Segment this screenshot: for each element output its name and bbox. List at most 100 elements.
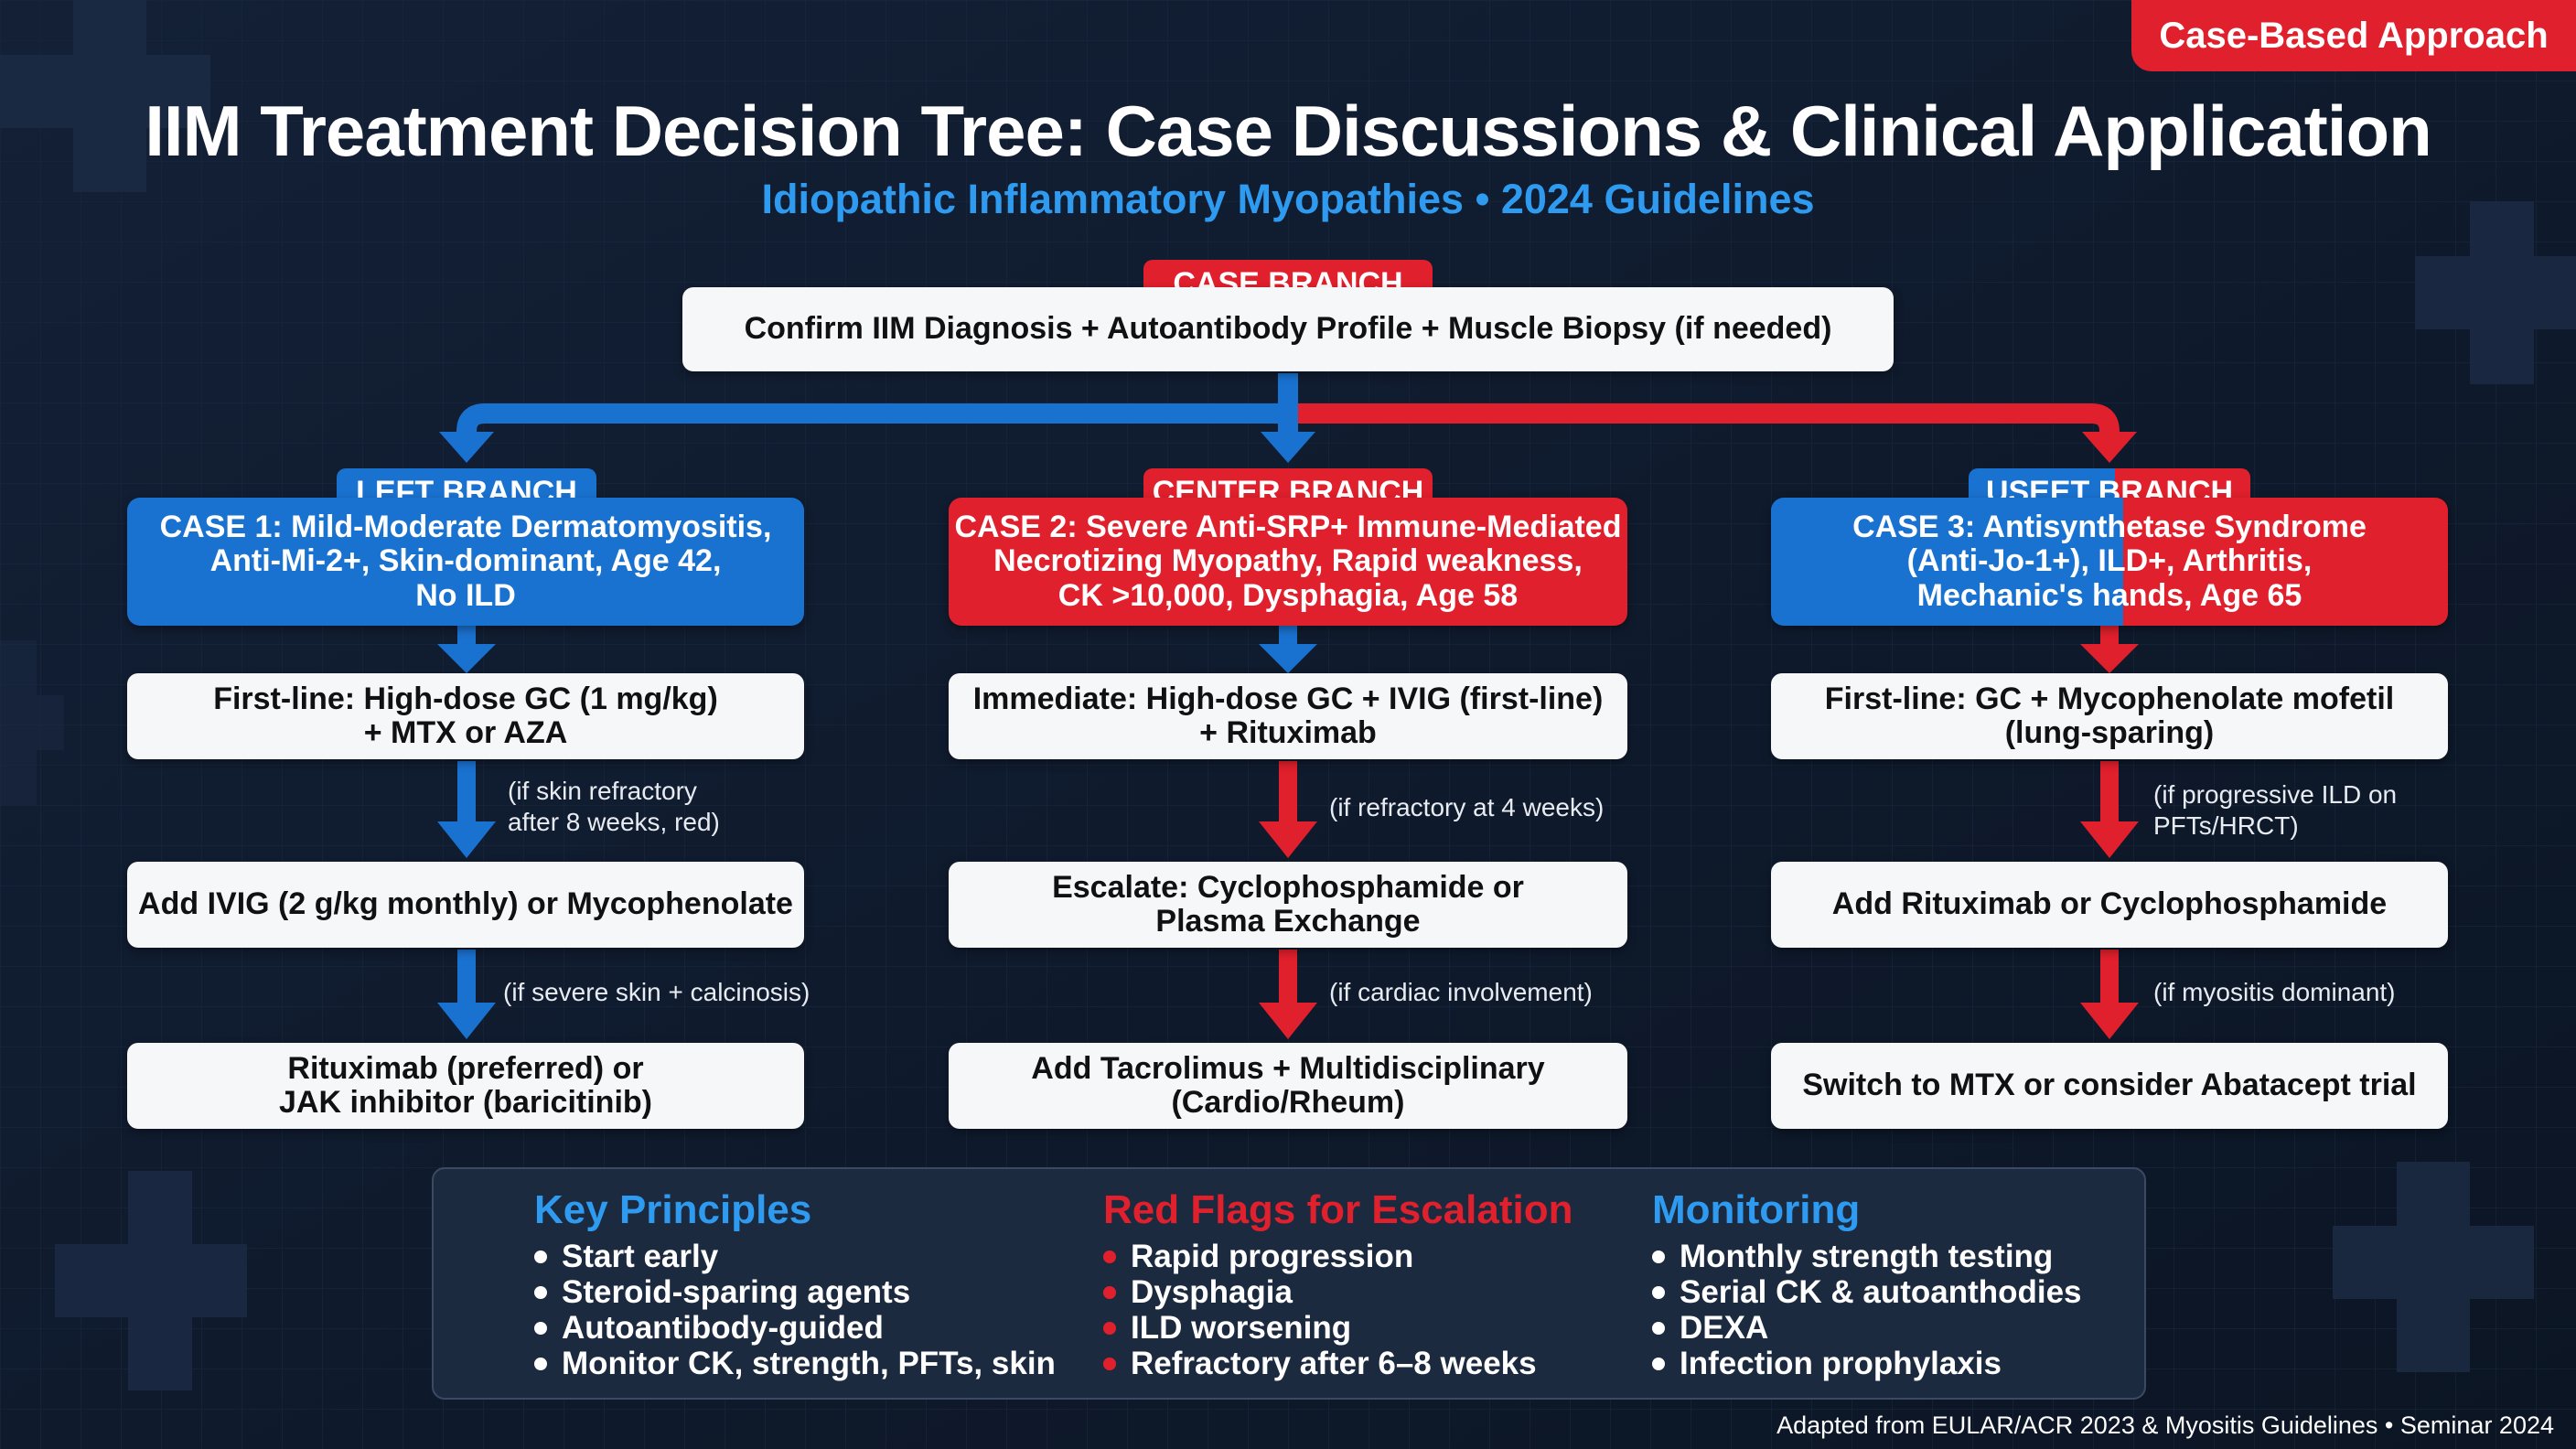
list-item: Autoantibody-guided [534,1310,1056,1346]
list-item-text: Monthly strength testing [1680,1239,2054,1274]
case-1-note-2: (if severe skin + calcinosis) [503,977,810,1008]
bullet-icon [1652,1357,1665,1370]
bullet-icon [1103,1285,1116,1299]
bullet-icon [534,1321,547,1335]
note-line: (if cardiac involvement) [1329,978,1593,1006]
red-flags-column: Red Flags for Escalation Rapid progressi… [1103,1187,1572,1381]
bullet-icon [534,1250,547,1263]
key-principles-column: Key Principles Start early Steroid-spari… [534,1187,1056,1381]
list-item: Dysphagia [1103,1274,1572,1310]
list-item: Monitor CK, strength, PFTs, skin [534,1346,1056,1381]
list-item: Steroid-sparing agents [534,1274,1056,1310]
step-line: First-line: High-dose GC (1 mg/kg) [213,681,718,716]
note-line: (if severe skin + calcinosis) [503,978,810,1006]
bullet-icon [534,1285,547,1299]
bullet-icon [1652,1321,1665,1335]
step-line: Immediate: High-dose GC + IVIG (first-li… [972,681,1604,716]
step-arrows [437,626,2139,1039]
case-3-first-line-box: First-line: GC + Mycophenolate mofetil(l… [1771,673,2448,759]
case-3-second-line-box: Add Rituximab or Cyclophosphamide [1771,862,2448,948]
list-item: ILD worsening [1103,1310,1572,1346]
case-3-third-line-box: Switch to MTX or consider Abatacept tria… [1771,1043,2448,1129]
case-1-first-line-box: First-line: High-dose GC (1 mg/kg)+ MTX … [127,673,804,759]
key-principles-heading: Key Principles [534,1187,812,1232]
step-line: Plasma Exchange [1155,904,1421,939]
bullet-icon [1103,1357,1116,1370]
list-item: Refractory after 6–8 weeks [1103,1346,1572,1381]
list-item-text: Refractory after 6–8 weeks [1131,1346,1537,1381]
step-line: Escalate: Cyclophosphamide or [1052,869,1524,905]
step-line: First-line: GC + Mycophenolate mofetil [1824,681,2395,716]
step-line: Switch to MTX or consider Abatacept tria… [1802,1068,2417,1103]
bullet-icon [534,1357,547,1370]
case-1-line: No ILD [415,577,516,613]
case-1-second-line-box: Add IVIG (2 g/kg monthly) or Mycophenola… [127,862,804,948]
list-item: Infection prophylaxis [1652,1346,2082,1381]
note-line: (if refractory at 4 weeks) [1329,793,1605,821]
list-item: Serial CK & autoanthodies [1652,1274,2082,1310]
summary-panel: Key Principles Start early Steroid-spari… [432,1167,2146,1400]
step-line: (Cardio/Rheum) [1171,1085,1405,1120]
list-item: Monthly strength testing [1652,1239,2082,1274]
case-1-box: CASE 1: Mild-Moderate Dermatomyositis, A… [127,498,804,626]
bullet-icon [1103,1250,1116,1263]
step-line: JAK inhibitor (baricitinib) [279,1085,652,1120]
note-line: after 8 weeks, red) [508,807,720,836]
monitoring-column: Monitoring Monthly strength testing Seri… [1652,1187,2082,1381]
case-2-first-line-box: Immediate: High-dose GC + IVIG (first-li… [949,673,1627,759]
step-line: + Rituximab [1199,715,1377,750]
case-2-note-1: (if refractory at 4 weeks) [1329,792,1604,823]
bullet-icon [1103,1321,1116,1335]
step-line: Rituximab (preferred) or [287,1050,644,1086]
page-title: IIM Treatment Decision Tree: Case Discus… [145,91,2432,171]
list-item-text: Start early [562,1239,719,1274]
case-3-note-2: (if myositis dominant) [2153,977,2396,1008]
bullet-icon [1652,1285,1665,1299]
list-item: DEXA [1652,1310,2082,1346]
step-line: (lung-sparing) [2004,715,2215,750]
note-line: (if progressive ILD on [2153,780,2398,809]
note-line: (if skin refractory [508,777,697,805]
bullet-icon [1652,1250,1665,1263]
case-based-approach-badge: Case-Based Approach [2131,0,2576,71]
step-line: Add Tacrolimus + Multidisciplinary [1031,1050,1545,1086]
medical-cross-decorations [0,0,2576,1390]
case-2-note-2: (if cardiac involvement) [1329,977,1593,1008]
step-line: + MTX or AZA [363,715,568,750]
note-line: PFTs/HRCT) [2153,810,2299,840]
note-line: (if myositis dominant) [2153,978,2396,1006]
root-box: Confirm IIM Diagnosis + Autoantibody Pro… [682,287,1894,371]
page-subtitle: Idiopathic Inflammatory Myopathies • 202… [761,176,1815,222]
case-3-box: CASE 3: Antisynthetase Syndrome (Anti-Jo… [1771,498,2448,626]
list-item-text: Steroid-sparing agents [562,1274,911,1310]
root-connectors [456,373,2120,442]
list-item: Start early [534,1239,1056,1274]
case-2-line: CASE 2: Severe Anti-SRP+ Immune-Mediated [954,509,1622,544]
case-2-third-line-box: Add Tacrolimus + Multidisciplinary(Cardi… [949,1043,1627,1129]
case-2-box: CASE 2: Severe Anti-SRP+ Immune-Mediated… [949,498,1627,626]
case-1-line: Anti-Mi-2+, Skin-dominant, Age 42, [209,543,722,579]
step-line: Add IVIG (2 g/kg monthly) or Mycophenola… [138,886,793,922]
case-2-line: CK >10,000, Dysphagia, Age 58 [1057,577,1519,613]
case-3-line: CASE 3: Antisynthetase Syndrome [1852,509,2367,544]
list-item: Rapid progression [1103,1239,1572,1274]
list-item-text: Monitor CK, strength, PFTs, skin [562,1346,1056,1381]
list-item-text: Rapid progression [1131,1239,1414,1274]
case-3-line: (Anti-Jo-1+), ILD+, Arthritis, [1906,543,2313,579]
list-item-text: Infection prophylaxis [1680,1346,2002,1381]
footer-citation: Adapted from EULAR/ACR 2023 & Myositis G… [1776,1411,2554,1439]
case-2-line: Necrotizing Myopathy, Rapid weakness, [993,543,1583,579]
red-flags-heading: Red Flags for Escalation [1103,1187,1573,1232]
list-item-text: Autoantibody-guided [562,1310,884,1346]
monitoring-heading: Monitoring [1652,1187,1861,1232]
list-item-text: DEXA [1680,1310,1769,1346]
case-3-line: Mechanic's hands, Age 65 [1916,577,2302,613]
case-1-line: CASE 1: Mild-Moderate Dermatomyositis, [159,509,772,544]
step-line: Add Rituximab or Cyclophosphamide [1831,886,2388,922]
list-item-text: Serial CK & autoanthodies [1680,1274,2082,1310]
list-item-text: Dysphagia [1131,1274,1293,1310]
